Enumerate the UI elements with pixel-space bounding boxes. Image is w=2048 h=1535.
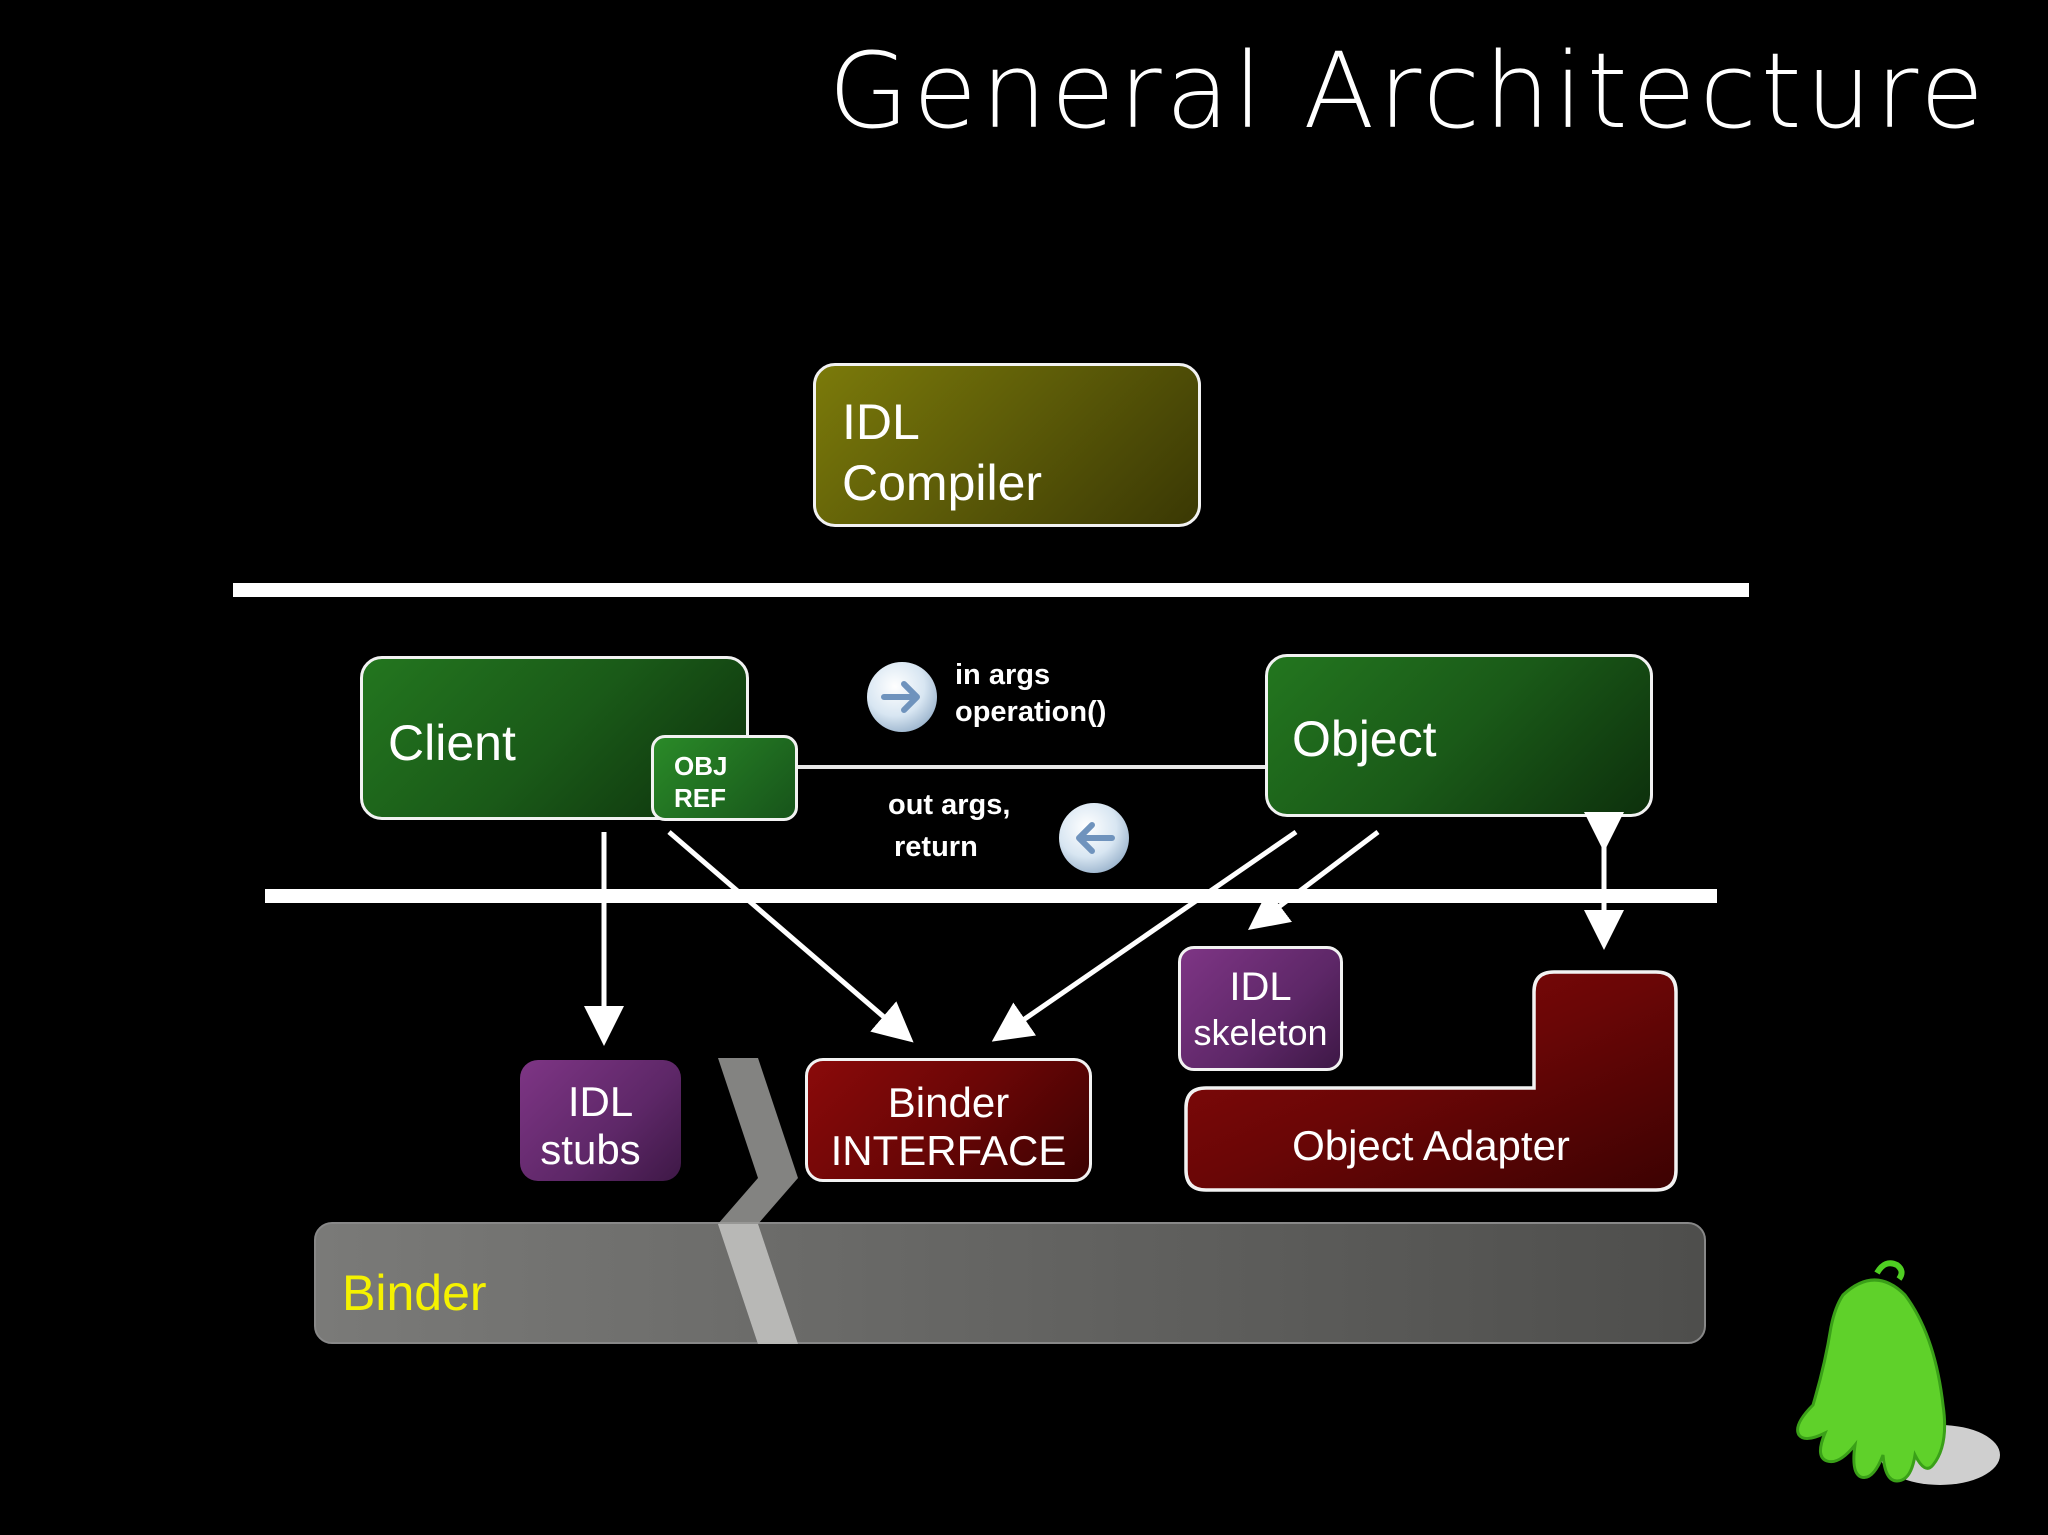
object-adapter-box — [1184, 970, 1678, 1192]
binder-interface-line1: Binder — [887, 1079, 1010, 1126]
arrow-left-circle-icon — [1059, 803, 1129, 873]
upper-separator-line — [233, 583, 1749, 597]
idl-stubs-line2: stubs — [540, 1126, 641, 1173]
idl-skeleton-line1: IDL — [1229, 965, 1292, 1009]
idl-stubs-line1: IDL — [567, 1078, 634, 1125]
idl-compiler-box: IDL Compiler — [813, 363, 1201, 527]
idl-stubs-box: IDL stubs — [520, 1060, 681, 1181]
object-to-binder-arrow — [991, 829, 1298, 1042]
binder-interface-box: Binder INTERFACE — [805, 1058, 1092, 1182]
idl-compiler-line2: Compiler — [842, 455, 1043, 511]
obj-ref-box: OBJ REF — [651, 735, 798, 821]
lower-separator-line — [265, 889, 1717, 903]
objref-object-connector — [798, 765, 1266, 769]
out-args-label: out args, return — [888, 789, 1011, 863]
binder-bar: Binder — [314, 1222, 1706, 1344]
client-label: Client — [388, 715, 516, 771]
idl-compiler-line1: IDL — [842, 394, 920, 450]
objref-to-binder-arrow — [667, 830, 914, 1043]
arrow-right-circle-icon — [867, 662, 937, 732]
obj-ref-line1: OBJ — [674, 751, 728, 781]
idl-skeleton-line2: skeleton — [1193, 1012, 1328, 1053]
object-adapter-label: Object Adapter — [1292, 1122, 1570, 1169]
in-args-label: in args operation() — [955, 659, 1107, 728]
binder-label: Binder — [342, 1265, 487, 1321]
idl-skeleton-box: IDL skeleton — [1178, 946, 1343, 1071]
page-title: General Architecture — [828, 30, 1988, 152]
binder-interface-line2: INTERFACE — [830, 1127, 1067, 1174]
object-label: Object — [1292, 711, 1437, 767]
object-to-skeleton-arrow — [1248, 830, 1380, 931]
obj-ref-line2: REF — [674, 783, 726, 813]
green-ghost-mascot-icon — [1796, 1260, 2000, 1485]
object-box: Object — [1265, 654, 1653, 817]
